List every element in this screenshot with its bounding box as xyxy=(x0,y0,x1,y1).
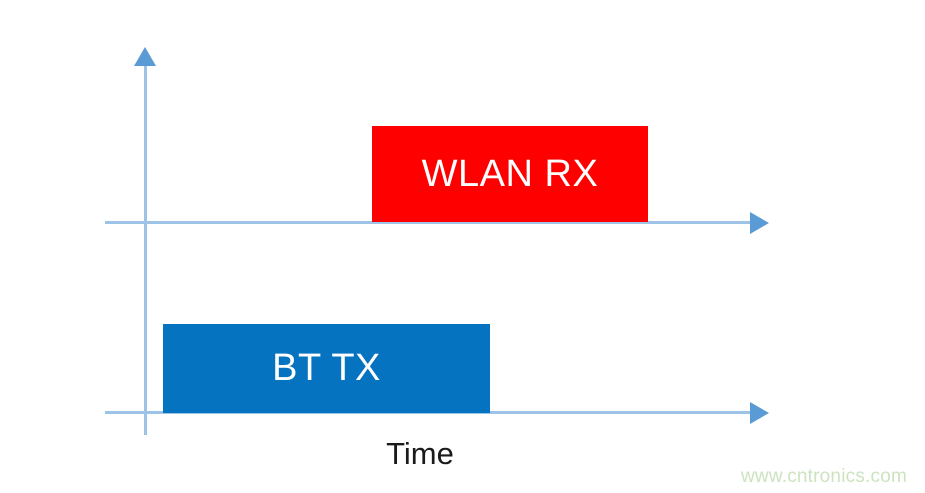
amplitude-axis-line xyxy=(144,56,147,435)
wlan-timeline-axis-line xyxy=(105,221,765,224)
arrow-right-icon-bt xyxy=(750,402,769,424)
bt-tx-block-label: BT TX xyxy=(272,347,381,389)
bt-tx-block: BT TX xyxy=(163,324,490,413)
watermark-text: www.cntronics.com xyxy=(741,466,907,487)
arrow-right-icon-wlan xyxy=(750,212,769,234)
wlan-rx-block: WLAN RX xyxy=(372,126,648,222)
wlan-rx-block-label: WLAN RX xyxy=(421,152,599,195)
x-axis-label: Time xyxy=(386,436,454,471)
arrow-up-icon xyxy=(134,47,156,66)
